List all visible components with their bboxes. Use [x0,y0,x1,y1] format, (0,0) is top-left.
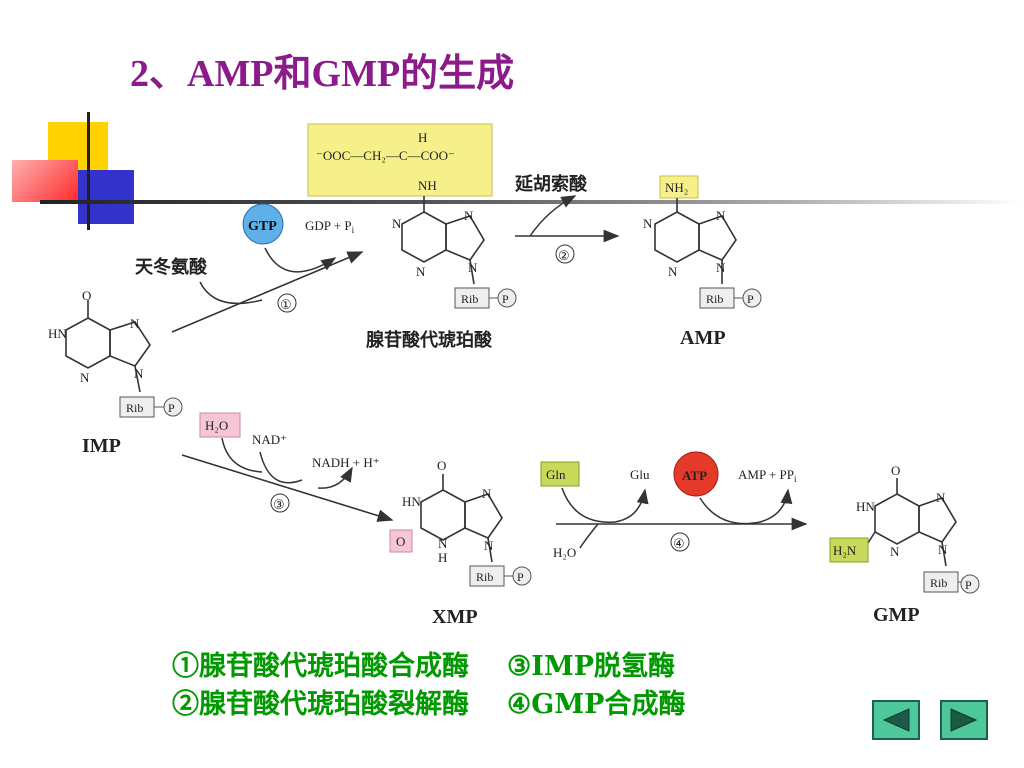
imp-n7: N [130,316,140,331]
gmp-p: P [965,578,972,592]
amp-phosphate [742,288,762,308]
xmp-o2-highlight [389,529,413,553]
xmp-o2: O [396,534,405,549]
legend-enzyme-2: ②腺苷酸代琥珀酸裂解酶 [172,689,469,720]
step2-label: ② [558,248,570,263]
gtp-label: GTP [248,219,277,234]
amp-rib: Rib [706,292,723,306]
h2o-bottom-label: H₂O [553,545,576,560]
adenylosuccinate-structure [401,196,485,285]
fumarate-label: 延胡索酸 [514,173,588,195]
gmp-h2n-highlight [829,537,869,563]
aspartyl-h: H [418,130,427,145]
imp-hn: HN [48,326,67,341]
gdp-pi: GDP + Pi [305,218,355,235]
gmp-phosphate [960,574,980,594]
amp-ppi: AMP + PPi [738,467,797,484]
imp-n9: N [134,366,144,381]
legend-row-1: ①腺苷酸代琥珀酸合成酶 ③IMP脱氢酶 [172,648,685,686]
amp-structure [654,198,737,284]
xmp-n3: N [438,536,448,551]
amp-nh2-highlight [659,175,699,199]
xmp-o6: O [437,458,446,473]
nadh-label: NADH + H⁺ [312,455,380,470]
gtp-badge [242,203,284,245]
slide-title: 2、AMP和GMP的生成 [130,53,515,95]
legend-enzyme-3: ③IMP脱氢酶 [507,651,676,682]
adenylo-phosphate [497,288,517,308]
adenylo-rib: Rib [461,292,478,306]
triangle-left-icon [882,708,910,732]
h2o-label: H₂O [205,418,228,433]
step3-arrow [181,454,394,522]
xmp-name: XMP [432,606,478,628]
xmp-hn: HN [402,494,421,509]
step4-label: ④ [673,536,685,551]
decor-red-square [12,160,78,202]
next-slide-button[interactable] [940,700,988,740]
atp-badge [673,451,719,497]
imp-name: IMP [82,435,121,457]
gmp-structure [865,478,957,567]
imp-rib: Rib [126,401,143,415]
gln-highlight [540,461,580,487]
gmp-hn: HN [856,499,875,514]
legend-enzyme-4: ④GMP合成酶 [507,689,686,720]
gmp-name: GMP [873,604,920,626]
gmp-n9: N [938,542,948,557]
xmp-h: H [438,550,447,565]
atp-label: ATP [682,468,707,483]
decor-vertical-line [87,112,90,230]
legend-row-2: ②腺苷酸代琥珀酸裂解酶 ④GMP合成酶 [172,686,685,724]
imp-structure [65,300,151,393]
decor-horizontal-rule [40,200,1024,204]
previous-slide-button[interactable] [872,700,920,740]
imp-o: O [82,288,91,303]
amp-name: AMP [680,327,726,349]
xmp-structure [420,474,503,563]
nad-label: NAD⁺ [252,432,287,447]
adenylo-n1: N [392,216,402,231]
imp-n1: N [80,370,90,385]
amp-n7: N [716,208,726,223]
adenylo-p: P [502,292,509,306]
xmp-phosphate [512,566,532,586]
amp-p: P [747,292,754,306]
xmp-n7: N [482,486,492,501]
imp-p: P [168,401,175,415]
aspartate-label: 天冬氨酸 [135,256,208,278]
legend-enzyme-1: ①腺苷酸代琥珀酸合成酶 [172,651,469,682]
aspartyl-highlight-box [307,123,493,197]
triangle-right-icon [950,708,978,732]
enzyme-legend: ①腺苷酸代琥珀酸合成酶 ③IMP脱氢酶 ②腺苷酸代琥珀酸裂解酶 ④GMP合成酶 [172,648,685,724]
amp-nh2: NH₂ [665,180,688,195]
gmp-n7: N [936,490,946,505]
gmp-n3: N [890,544,900,559]
gmp-o6: O [891,463,900,478]
step3-label: ③ [273,497,285,512]
h2o-highlight [199,412,241,438]
gmp-rib: Rib [930,576,947,590]
step1-label: ① [280,297,292,312]
amp-n3: N [668,264,678,279]
amp-n9: N [716,260,726,275]
amp-n1: N [643,216,653,231]
glu-label: Glu [630,467,650,482]
gln-label: Gln [546,467,566,482]
aspartyl-formula: ⁻OOC—CH₂—C—COO⁻ [316,148,455,163]
adenylo-n7: N [464,208,474,223]
adenylo-n9: N [468,260,478,275]
adenylo-n3: N [416,264,426,279]
imp-phosphate [163,397,183,417]
xmp-rib: Rib [476,570,493,584]
xmp-n9: N [484,538,494,553]
aspartyl-nh: NH [418,178,437,193]
gmp-h2n: H₂N [833,543,857,558]
adenylosuccinate-name: 腺苷酸代琥珀酸 [366,329,493,351]
xmp-p: P [517,570,524,584]
